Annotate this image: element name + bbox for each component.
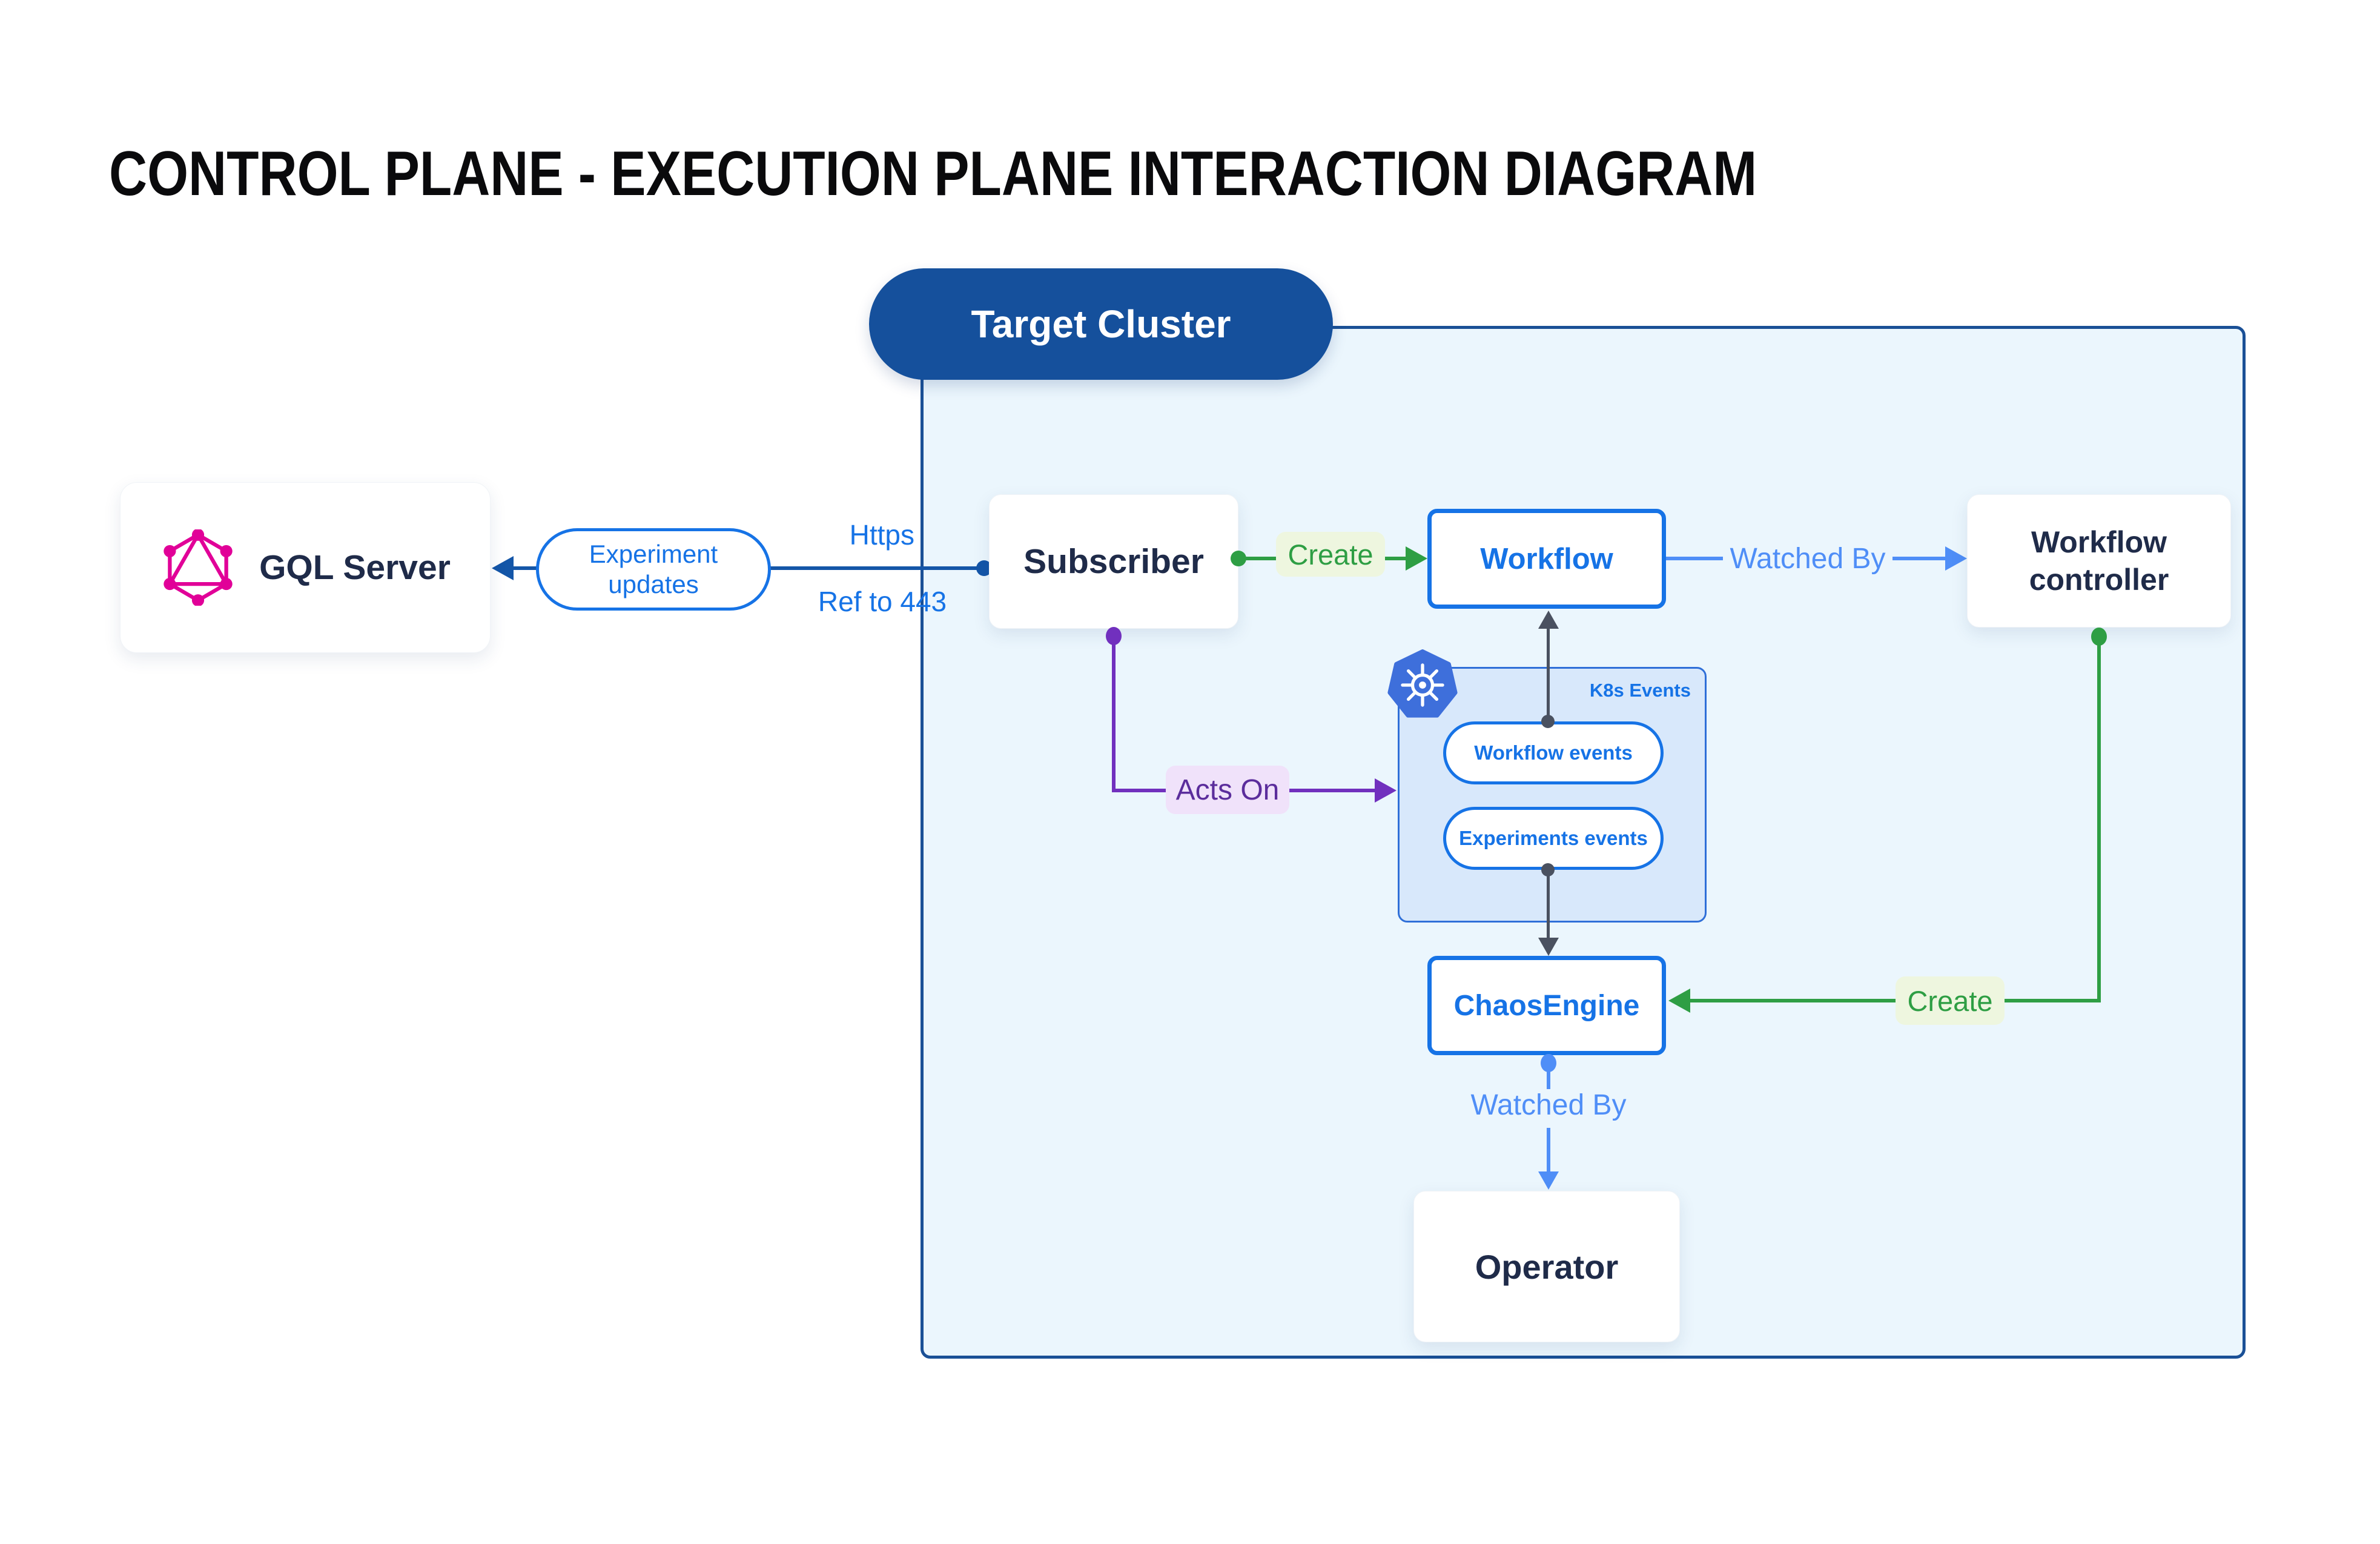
arrow-down-icon [1538,1171,1559,1190]
arrow-right-icon [1406,546,1427,571]
node-workflow-controller: Workflow controller [1967,494,2231,628]
subscriber-label: Subscriber [1023,542,1204,581]
edge-create2-vline [2097,642,2101,1002]
arrow-right-icon [1375,778,1397,803]
arrow-down-icon [1538,938,1559,956]
workflow-label: Workflow [1480,542,1613,575]
edge-watchedby-bottom-vline-a [1547,1069,1550,1089]
edge-updates-line-right [770,566,979,570]
edge-updates-line-left [512,566,538,570]
edge-label-watched-by-operator: Watched By [1470,1089,1627,1121]
node-experiments-events: Experiments events [1443,807,1664,870]
target-cluster-label-pill: Target Cluster [869,268,1333,380]
arrow-left-icon [1668,989,1690,1013]
k8s-events-group [1398,667,1707,923]
edge-actson-vline [1112,642,1116,792]
edge-workflowevents-vline [1547,628,1550,720]
k8s-events-group-label: K8s Events [1589,680,1691,701]
edge-create2-hline [1689,999,2101,1002]
page-title: CONTROL PLANE - EXECUTION PLANE INTERACT… [109,139,1757,209]
node-experiment-updates: Experiment updates [536,528,771,611]
node-workflow-events: Workflow events [1443,721,1664,784]
node-workflow: Workflow [1427,509,1666,609]
edge-label-acts-on: Acts On [1166,766,1289,814]
operator-label: Operator [1475,1247,1619,1286]
gql-server-label: GQL Server [259,548,451,587]
node-chaos-engine: ChaosEngine [1427,956,1666,1055]
edge-create-line-b [1385,557,1410,560]
node-gql-server: GQL Server [120,482,491,653]
edge-chaosengine-vline [1547,875,1550,939]
edge-label-https: Https [849,519,914,551]
edge-label-watched-by-controller: Watched By [1723,537,1892,580]
edge-watchedby-bottom-vline-b [1547,1128,1550,1174]
arrow-left-icon [492,556,514,580]
edge-create-line-a [1241,557,1284,560]
workflow-controller-label: Workflow controller [2029,525,2169,597]
target-cluster-label: Target Cluster [971,302,1231,346]
edge-label-create-chaosengine: Create [1896,976,2005,1025]
experiments-events-label: Experiments events [1459,827,1648,849]
kubernetes-icon [1387,649,1458,724]
node-subscriber: Subscriber [989,494,1238,629]
workflow-events-label: Workflow events [1474,741,1633,764]
arrow-right-icon [1945,546,1967,571]
connector-dot-experimentsevents [1541,863,1555,876]
connector-dot-workflowevents [1541,715,1555,728]
arrow-up-icon [1538,611,1559,629]
edge-label-create-workflow: Create [1276,532,1385,577]
edge-label-ref-443: Ref to 443 [818,586,947,617]
node-operator: Operator [1413,1191,1680,1342]
experiment-updates-label: Experiment updates [589,539,718,598]
graphql-icon [160,529,236,606]
chaos-engine-label: ChaosEngine [1453,989,1640,1022]
